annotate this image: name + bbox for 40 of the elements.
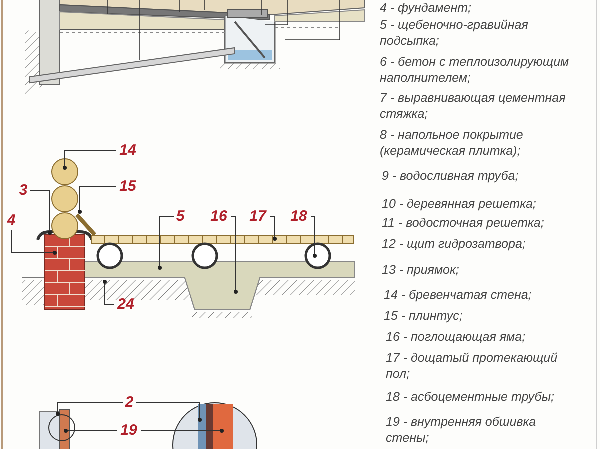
leader-line (63, 150, 116, 170)
leader-line (136, 402, 202, 422)
callout-number: 16 (208, 208, 230, 225)
callout-number: 2 (124, 394, 135, 411)
legend-note: 10 - деревянная решетка; (382, 196, 538, 212)
callout-number: 15 (117, 178, 139, 195)
legend-note: 19 - внутренняя обшивка стены; (386, 414, 538, 446)
leader-line (64, 429, 118, 433)
legend-note: 11 - водосточная решетка; (382, 215, 546, 231)
leader-line (140, 429, 224, 433)
callout-number: 3 (18, 182, 29, 199)
callout-number: 4 (6, 212, 17, 229)
callout-number: 24 (115, 296, 137, 313)
legend-note: 8 - напольное покрытие (керамическая плитка); (380, 127, 524, 159)
legend-note: 5 - щебеночно-гравийная подсыпка; (380, 17, 530, 49)
leader-line (56, 402, 124, 416)
leader-line (310, 216, 317, 258)
legend-note: 17 - дощатый протекающий пол; (386, 350, 559, 382)
leader-line (230, 216, 238, 294)
legend-note: 16 - поглощающая яма; (386, 329, 527, 345)
leader-line (30, 190, 52, 235)
legend-note: 9 - водосливная труба; (382, 168, 520, 184)
callout-number: 5 (175, 208, 186, 225)
legend-note: 15 - плинтус; (384, 308, 464, 324)
legend-note: 13 - приямок; (382, 262, 460, 278)
legend-note: 12 - щит гидрозатвора; (382, 236, 527, 252)
callout-number: 14 (117, 142, 139, 159)
leader-line (11, 230, 57, 255)
leader-line (78, 186, 116, 214)
callout-number: 17 (247, 208, 269, 225)
legend-note: 7 - выравнивающая цементная стяжка; (380, 90, 567, 122)
callout-number: 19 (118, 422, 140, 439)
legend-note: 4 - фундамент; (380, 0, 473, 16)
callout-number: 18 (288, 208, 310, 225)
leader-line (270, 216, 277, 241)
legend-note: 14 - бревенчатая стена; (384, 287, 533, 303)
legend-note: 18 - асбоцементные трубы; (386, 389, 556, 405)
leader-line (103, 280, 114, 306)
legend-note: 6 - бетон с теплоизолирующим наполнителем; (380, 54, 570, 86)
leader-line (158, 216, 174, 270)
